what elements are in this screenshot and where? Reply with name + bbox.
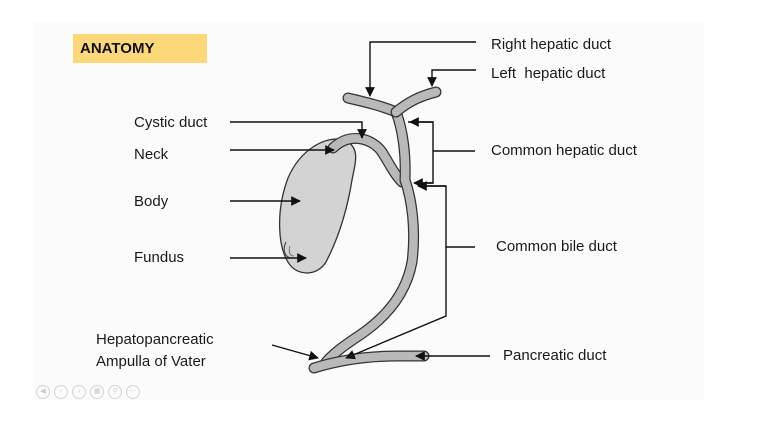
label-pancreatic-duct: Pancreatic duct xyxy=(503,347,607,364)
label-ampulla-line1: Hepatopancreatic xyxy=(96,331,214,348)
label-body: Body xyxy=(134,193,169,210)
label-cystic-duct: Cystic duct xyxy=(134,114,208,131)
common-hepatic-bracket xyxy=(408,121,434,184)
label-fundus: Fundus xyxy=(134,249,185,266)
grid-icon[interactable]: ▦ xyxy=(90,385,104,399)
rewind-icon[interactable]: ◀ xyxy=(36,385,50,399)
label-common-hepatic-duct: Common hepatic duct xyxy=(491,142,637,159)
slide-title: ANATOMY xyxy=(73,34,207,63)
label-right-hepatic-duct: Right hepatic duct xyxy=(491,36,612,53)
left-hepatic-pointer xyxy=(427,69,476,87)
gallbladder xyxy=(278,138,357,274)
slide-canvas xyxy=(34,22,704,400)
common-bile-bracket xyxy=(420,185,475,248)
prev-icon[interactable]: ‹ xyxy=(54,385,68,399)
label-neck: Neck xyxy=(134,146,169,163)
ampulla-pointer xyxy=(271,344,319,361)
right-hepatic-pointer xyxy=(365,41,476,97)
label-common-bile-duct: Common bile duct xyxy=(496,238,617,255)
next-icon[interactable]: › xyxy=(72,385,86,399)
label-left-hepatic-duct: Left hepatic duct xyxy=(491,65,606,82)
label-ampulla-line2: Ampulla of Vater xyxy=(96,353,206,370)
cystic-duct-pointer xyxy=(230,121,367,139)
zoom-icon[interactable]: ⚲ xyxy=(108,385,122,399)
more-icon[interactable]: ⋯ xyxy=(126,385,140,399)
slide-player-controls: ◀ ‹ › ▦ ⚲ ⋯ xyxy=(36,385,140,399)
